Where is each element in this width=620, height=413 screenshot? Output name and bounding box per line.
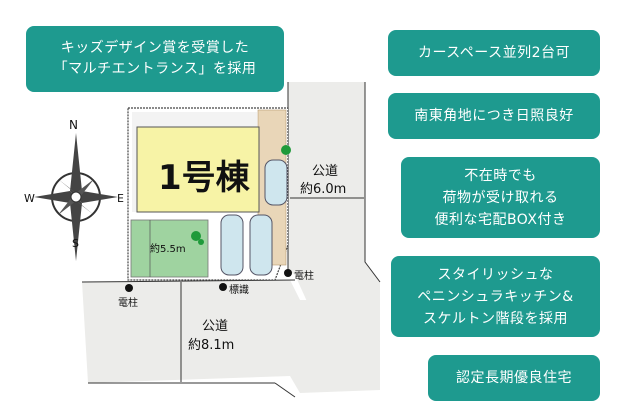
badge-design-award: キッズデザイン賞を受賞した「マルチエントランス」を採用 bbox=[26, 26, 284, 92]
utility-pole-label: 電柱 bbox=[294, 271, 314, 282]
garden-width-label: 約5.5m bbox=[150, 244, 186, 255]
badge-kitchen: スタイリッシュなペニンシュラキッチン&スケルトン階段を採用 bbox=[391, 256, 600, 337]
utility-pole-label: 電柱 bbox=[118, 298, 138, 309]
compass-rose-icon bbox=[34, 133, 118, 261]
garden bbox=[130, 219, 209, 278]
building-label: 1号棟 bbox=[158, 158, 250, 198]
south-road-width: 約8.1m bbox=[188, 338, 235, 353]
badge-corner-lot: 南東角地につき日照良好 bbox=[388, 93, 600, 139]
compass-w: W bbox=[24, 192, 35, 205]
car bbox=[220, 214, 244, 276]
car bbox=[249, 214, 273, 276]
compass-s: S bbox=[72, 237, 79, 250]
badge-delivery-box: 不在時でも荷物が受け取れる便利な宅配BOX付き bbox=[401, 157, 600, 238]
east-road-name: 公道 bbox=[312, 164, 339, 179]
badge-certified: 認定長期優良住宅 bbox=[428, 355, 600, 401]
badge-parking: カースペース並列2台可 bbox=[388, 30, 600, 76]
south-road bbox=[82, 280, 380, 393]
building bbox=[136, 126, 260, 213]
sign-label: 標識 bbox=[229, 285, 249, 296]
south-road-name: 公道 bbox=[202, 319, 229, 334]
compass-e: E bbox=[117, 192, 124, 205]
east-road-width: 約6.0m bbox=[300, 182, 347, 197]
car bbox=[264, 159, 288, 206]
compass-n: N bbox=[69, 118, 78, 132]
